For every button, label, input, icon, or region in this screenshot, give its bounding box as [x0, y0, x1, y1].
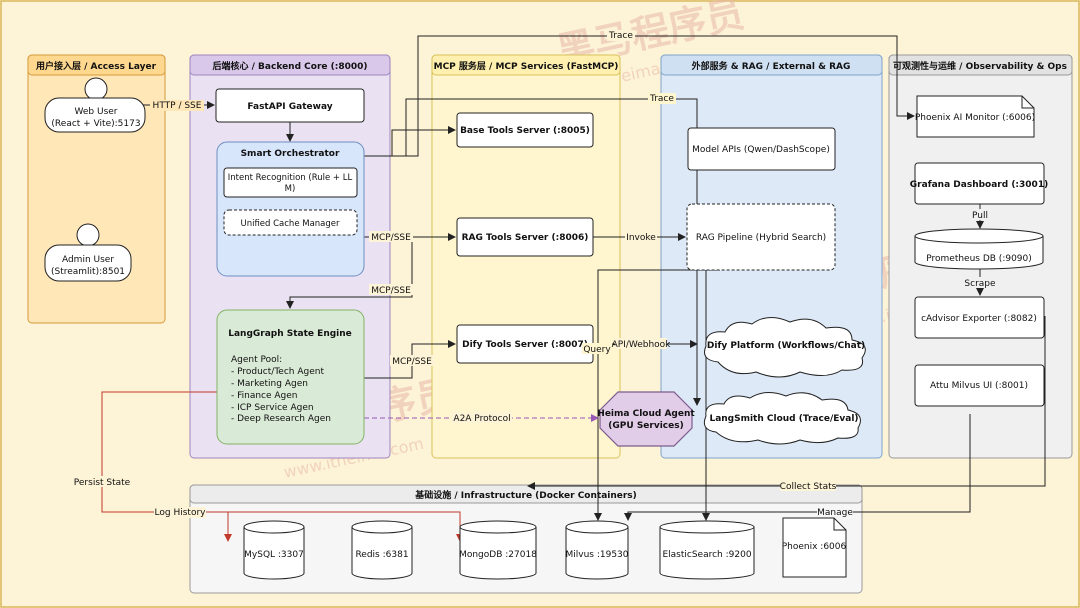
label-http-sse: HTTP / SSE — [153, 101, 202, 111]
edge-persist-state — [101, 391, 232, 542]
svg-text:RAG Tools Server (:8006): RAG Tools Server (:8006) — [462, 233, 589, 243]
web-user-label: Web User — [75, 107, 118, 117]
svg-text:Attu Milvus UI (:8001): Attu Milvus UI (:8001) — [930, 381, 1028, 391]
svg-text:Heima Cloud Agent: Heima Cloud Agent — [597, 409, 695, 419]
edge-labels: HTTP / SSE Trace Trace MCP/SSE MCP/SSE M… — [74, 30, 998, 518]
svg-text:RAG Pipeline (Hybrid Search): RAG Pipeline (Hybrid Search) — [696, 233, 826, 243]
svg-text:Prometheus DB (:9090): Prometheus DB (:9090) — [926, 254, 1032, 264]
langsmith-cloud: LangSmith Cloud (Trace/Eval) — [703, 392, 861, 445]
prometheus-db-node: Prometheus DB (:9090) — [914, 228, 1044, 270]
svg-text:Model APIs (Qwen/DashScope): Model APIs (Qwen/DashScope) — [692, 145, 830, 155]
agent-item: - Finance Agen — [231, 391, 298, 401]
elasticsearch-db-node: ElasticSearch :9200 — [659, 520, 755, 580]
section-title: 后端核心 / Backend Core (:8000) — [213, 60, 368, 72]
mysql-db-node: MySQL :3307 — [243, 520, 305, 580]
svg-text:LangSmith Cloud (Trace/Eval): LangSmith Cloud (Trace/Eval) — [709, 414, 858, 424]
label-mcp-sse-langgraph: MCP/SSE — [371, 286, 411, 296]
grafana-dashboard-node: Grafana Dashboard (:3001) — [910, 162, 1048, 205]
label-trace-top: Trace — [608, 31, 633, 41]
label-trace-mid: Trace — [649, 94, 674, 104]
svg-text:FastAPI Gateway: FastAPI Gateway — [247, 102, 332, 112]
section-title: 外部服务 & RAG / External & RAG — [691, 60, 851, 72]
milvus-db-node: Milvus :19530 — [565, 520, 629, 580]
heima-cloud-agent-node: Heima Cloud Agent (GPU Services) — [597, 391, 695, 447]
edge-manage — [624, 414, 971, 521]
svg-text:Grafana Dashboard (:3001): Grafana Dashboard (:3001) — [910, 180, 1048, 190]
label-mcp-sse-rag: MCP/SSE — [371, 233, 411, 243]
intent-recognition-label: Intent Recognition (Rule + LL — [228, 173, 353, 183]
svg-text:MySQL :3307: MySQL :3307 — [244, 550, 304, 560]
dify-platform-cloud: Dify Platform (Workflows/Chat) — [704, 317, 866, 378]
svg-text:Base Tools Server (:8005): Base Tools Server (:8005) — [460, 126, 590, 136]
web-user-port: (React + Vite):5173 — [51, 119, 140, 129]
label-log-history: Log History — [155, 508, 207, 518]
edge-collect-stats — [527, 316, 1046, 490]
label-persist-state: Persist State — [74, 478, 131, 488]
label-collect-stats: Collect Stats — [780, 482, 837, 492]
edge-mcp-sse-langgraph — [286, 237, 413, 309]
label-manage: Manage — [817, 508, 853, 518]
section-title: 可观测性与运维 / Observability & Ops — [893, 60, 1067, 72]
svg-text:LangGraph State Engine: LangGraph State Engine — [228, 329, 352, 339]
attu-milvus-ui-node: Attu Milvus UI (:8001) — [914, 364, 1045, 407]
langgraph-engine-node: LangGraph State Engine Agent Pool: - Pro… — [216, 309, 365, 445]
dify-tools-server-node: Dify Tools Server (:8007) — [456, 324, 594, 364]
label-a2a-protocol: A2A Protocol — [453, 414, 510, 424]
svg-text:Dify Platform (Workflows/Chat): Dify Platform (Workflows/Chat) — [707, 341, 865, 351]
section-title: 用户接入层 / Access Layer — [35, 60, 157, 72]
svg-text:cAdvisor Exporter (:8082): cAdvisor Exporter (:8082) — [921, 314, 1037, 324]
label-invoke: Invoke — [626, 233, 656, 243]
cadvisor-exporter-node: cAdvisor Exporter (:8082) — [914, 296, 1045, 339]
svg-text:Smart Orchestrator: Smart Orchestrator — [241, 149, 340, 159]
admin-user-actor: Admin User (Streamlit):8501 — [44, 223, 132, 282]
cache-manager-label: Unified Cache Manager — [240, 219, 340, 229]
base-tools-server-node: Base Tools Server (:8005) — [456, 112, 594, 148]
svg-text:ElasticSearch :9200: ElasticSearch :9200 — [662, 550, 751, 560]
label-mcp-sse-dify: MCP/SSE — [392, 357, 432, 367]
label-query: Query — [583, 345, 611, 355]
svg-text:Phoenix AI Monitor (:6006): Phoenix AI Monitor (:6006) — [915, 113, 1035, 123]
svg-text:Dify Tools Server (:8007): Dify Tools Server (:8007) — [462, 340, 588, 350]
model-apis-node: Model APIs (Qwen/DashScope) — [687, 127, 836, 171]
agent-item: - Product/Tech Agent — [231, 367, 324, 377]
svg-text:(GPU Services): (GPU Services) — [608, 421, 683, 431]
agent-pool-title: Agent Pool: — [231, 355, 282, 365]
label-pull: Pull — [972, 211, 988, 221]
rag-tools-server-node: RAG Tools Server (:8006) — [456, 217, 594, 257]
mongodb-db-node: MongoDB :27018 — [459, 520, 537, 580]
svg-text:Redis :6381: Redis :6381 — [355, 550, 408, 560]
agent-item: - Deep Research Agen — [231, 414, 331, 424]
smart-orchestrator-node: Smart Orchestrator Intent Recognition (R… — [216, 141, 365, 277]
edge-trace-top — [364, 35, 915, 157]
fastapi-gateway-node: FastAPI Gateway — [215, 88, 365, 123]
agent-item: - ICP Service Agen — [231, 403, 314, 413]
label-scrape: Scrape — [964, 279, 996, 289]
section-title: MCP 服务层 / MCP Services (FastMCP) — [434, 60, 619, 72]
agent-item: - Marketing Agen — [231, 379, 308, 389]
section-title: 基础设施 / Infrastructure (Docker Containers… — [414, 489, 637, 501]
phoenix-monitor-node: Phoenix AI Monitor (:6006) — [915, 95, 1035, 138]
edge-query — [594, 269, 720, 521]
admin-user-label: Admin User — [62, 255, 114, 265]
label-api-webhook: API/Webhook — [612, 340, 672, 350]
phoenix-store-node: Phoenix :6006 — [782, 517, 847, 578]
edge-base-tools — [364, 126, 456, 157]
rag-pipeline-node: RAG Pipeline (Hybrid Search) — [686, 203, 836, 271]
svg-text:MongoDB :27018: MongoDB :27018 — [459, 550, 537, 560]
svg-text:Milvus :19530: Milvus :19530 — [565, 550, 628, 560]
admin-user-port: (Streamlit):8501 — [51, 267, 125, 277]
svg-text:Phoenix :6006: Phoenix :6006 — [782, 542, 847, 552]
svg-text:M): M) — [285, 184, 296, 194]
web-user-actor: Web User (React + Vite):5173 — [44, 77, 146, 133]
redis-db-node: Redis :6381 — [351, 520, 413, 580]
